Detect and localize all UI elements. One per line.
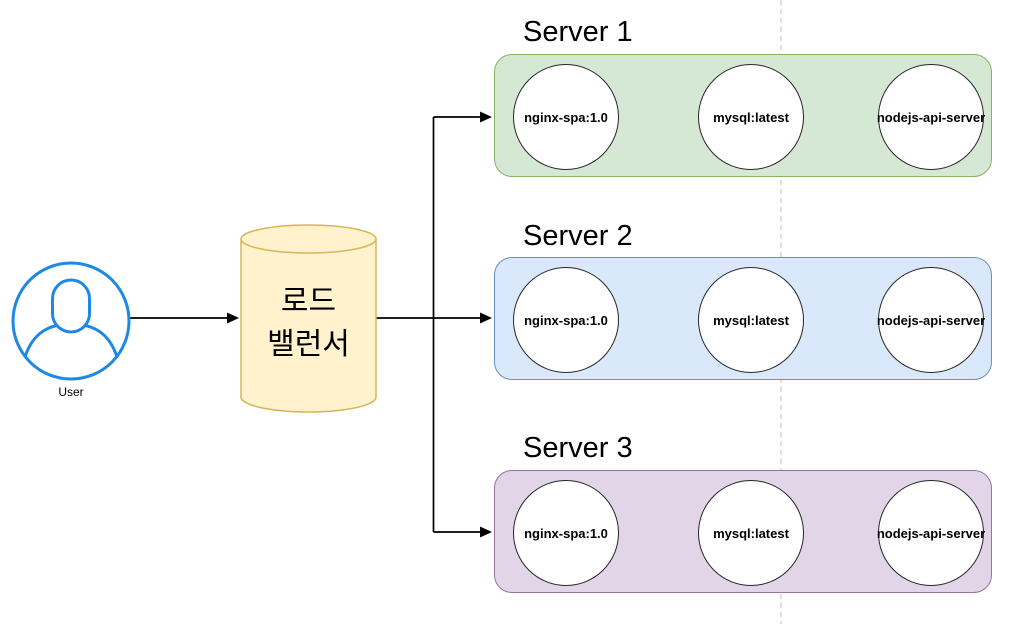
container-node: mysql:latest (698, 267, 804, 373)
load-balancer-label-line2: 밸런서 (267, 328, 350, 361)
load-balancer-cylinder (240, 224, 377, 413)
arrowheads-group (227, 111, 492, 538)
container-node: mysql:latest (698, 480, 804, 586)
server-2-group: nginx-spa:1.0 mysql:latest nodejs-api-se… (494, 257, 992, 380)
container-node: nginx-spa:1.0 (513, 480, 619, 586)
server-1-title: Server 1 (523, 16, 633, 48)
arrows-group (130, 116, 481, 533)
cylinder-top (240, 224, 377, 254)
cylinder-body (240, 239, 377, 413)
user-icon (11, 261, 131, 381)
server-2-title: Server 2 (523, 220, 633, 252)
server-3-group: nginx-spa:1.0 mysql:latest nodejs-api-se… (494, 470, 992, 593)
container-node: mysql:latest (698, 64, 804, 170)
user-label: User (58, 385, 84, 399)
container-node: nodejs-api-server (877, 480, 985, 586)
server-1-group: nginx-spa:1.0 mysql:latest nodejs-api-se… (494, 54, 992, 177)
container-node: nginx-spa:1.0 (513, 267, 619, 373)
load-balancer-label: 로드 밸런서 (241, 280, 376, 366)
container-node: nodejs-api-server (877, 267, 985, 373)
arrowhead-server2 (480, 312, 492, 324)
arrowhead-server1 (480, 111, 492, 123)
load-balancer-label-line1: 로드 (280, 285, 337, 318)
user-icon-head (51, 278, 91, 334)
arrowhead-loadbalancer (227, 312, 239, 324)
arrowhead-server3 (480, 526, 492, 538)
server-3-title: Server 3 (523, 432, 633, 464)
container-node: nodejs-api-server (877, 64, 985, 170)
container-node: nginx-spa:1.0 (513, 64, 619, 170)
